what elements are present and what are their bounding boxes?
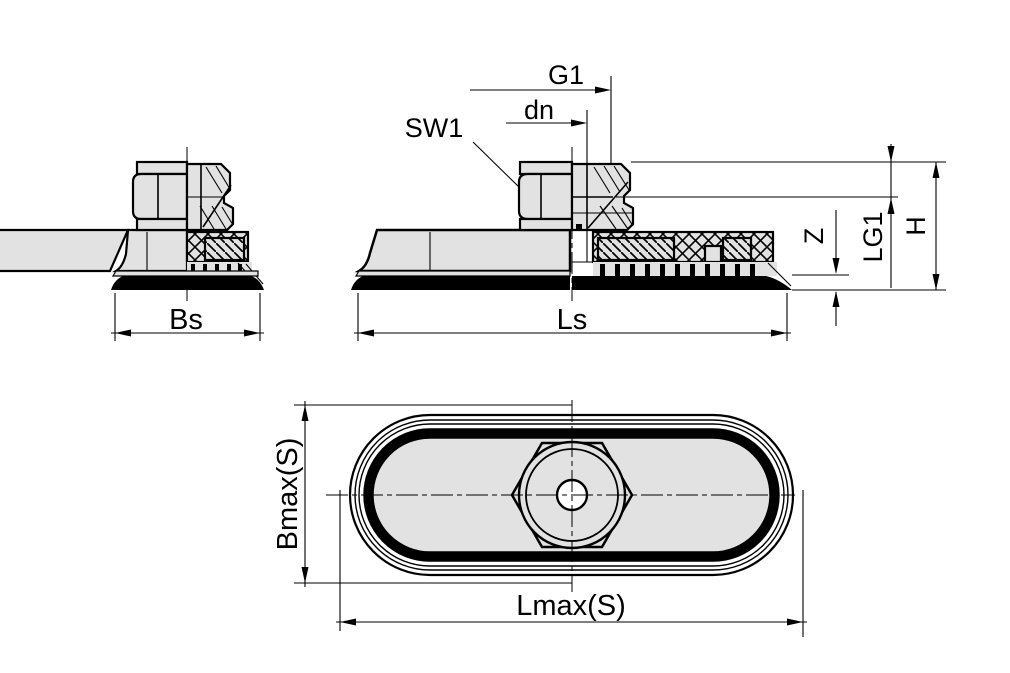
friction-teeth <box>600 264 755 276</box>
lip-top-surface-left <box>354 270 571 277</box>
sealing-lip-right <box>572 276 792 290</box>
label-dn: dn <box>524 95 554 125</box>
insert-plate-hatch <box>204 237 245 261</box>
dimension-z: Z <box>799 210 840 326</box>
fitting-section-hatch <box>199 165 234 230</box>
bore-cone-line <box>587 181 629 229</box>
label-z: Z <box>799 228 829 245</box>
fitting-flange-bottom <box>518 217 574 232</box>
dimension-h: H <box>901 162 940 290</box>
dimension-lmax: Lmax(S) <box>336 490 807 637</box>
view-side-narrow: Bs <box>0 147 264 341</box>
bore-cone-line <box>202 184 232 228</box>
fitting-section-hatch <box>593 165 634 230</box>
cup-body-left <box>112 228 189 273</box>
fitting-flange-bottom <box>135 217 189 232</box>
fitting-flange-top <box>135 160 189 176</box>
friction-teeth <box>191 264 242 276</box>
thread-end-mark <box>576 224 582 230</box>
label-ls: Ls <box>557 304 588 336</box>
label-lmax: Lmax(S) <box>516 590 626 622</box>
view-top: Bmax(S) Lmax(S) <box>272 400 807 637</box>
fitting-flange-top <box>518 160 574 176</box>
lip-top-surface <box>111 270 259 277</box>
label-sw1: SW1 <box>405 113 464 143</box>
sealing-lip <box>111 276 264 290</box>
cup-body-outline <box>0 228 130 273</box>
callout-sw1: SW1 <box>405 113 528 196</box>
teeth-strip <box>593 262 777 276</box>
label-h: H <box>901 216 931 236</box>
hex-nut-outside <box>517 172 574 221</box>
dimension-ls: Ls <box>354 293 791 341</box>
lip-corner-line <box>767 262 792 287</box>
label-bmax: Bmax(S) <box>272 438 304 551</box>
insert-plate-right-hatch <box>722 237 752 261</box>
cup-body-outside <box>354 228 572 273</box>
dimension-lg1: LG1 <box>858 144 895 288</box>
center-boss <box>703 244 723 264</box>
dimension-dn: dn <box>506 95 588 164</box>
hex-nut-outside <box>131 172 189 221</box>
view-side-section: G1 dn SW1 <box>351 60 946 341</box>
dimension-bs: Bs <box>111 293 264 341</box>
sealing-lip-left <box>351 276 570 290</box>
label-lg1: LG1 <box>858 211 888 262</box>
insert-plate-left-hatch <box>597 237 675 261</box>
label-bs: Bs <box>169 304 203 336</box>
label-g1: G1 <box>548 60 584 90</box>
